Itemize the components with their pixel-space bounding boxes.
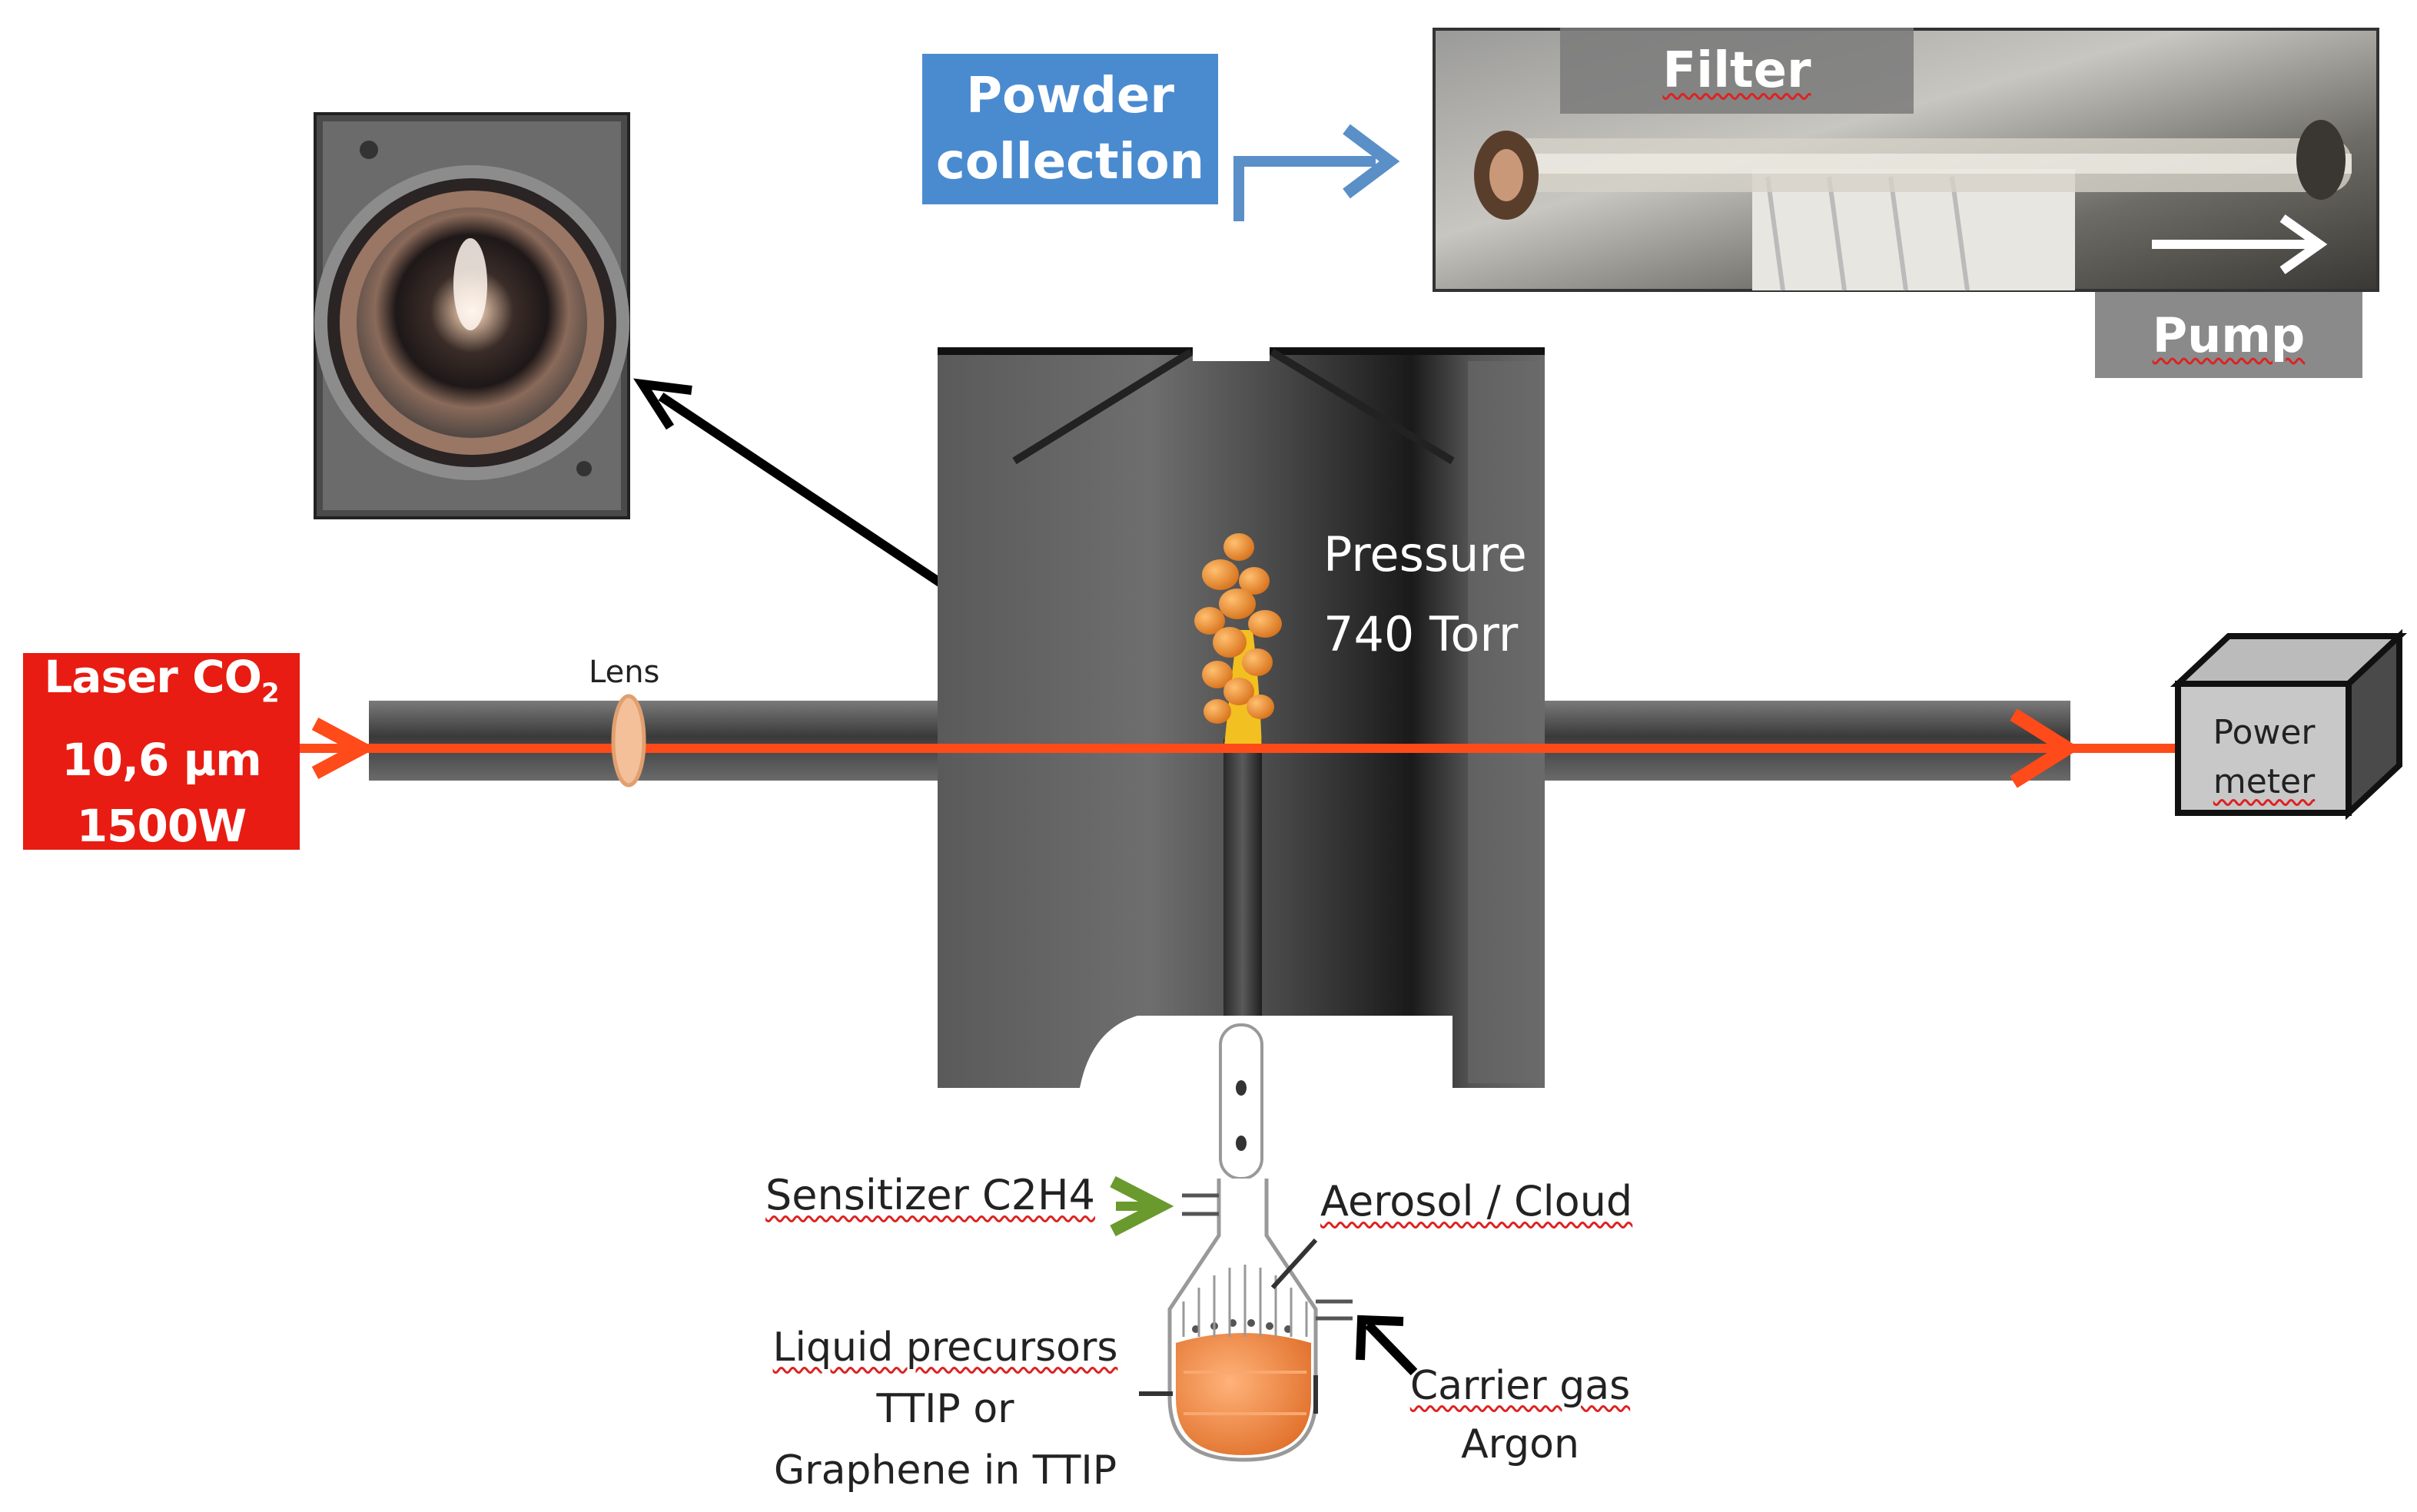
laser-source-line1: Laser CO2 bbox=[44, 651, 279, 709]
pump-label-text: Pump bbox=[2152, 307, 2306, 363]
pump-arrow-head bbox=[2279, 214, 2328, 274]
filter-photo bbox=[1433, 28, 2379, 292]
laser-entry-arrow bbox=[311, 718, 377, 779]
view-arrow-head bbox=[633, 378, 692, 430]
pump-label: Pump bbox=[2095, 292, 2362, 378]
liquid-precursors-label: Liquid precursors TTIP or Graphene in TT… bbox=[753, 1317, 1137, 1501]
powder-arrow-head bbox=[1343, 124, 1400, 199]
right-beam-tube bbox=[1545, 701, 2070, 781]
lens bbox=[611, 694, 646, 788]
liquid-line3: Graphene in TTIP bbox=[773, 1447, 1117, 1494]
power-meter bbox=[2170, 628, 2408, 821]
nozzle bbox=[1223, 739, 1262, 1016]
carrier-gas-label: Carrier gas Argon bbox=[1397, 1357, 1643, 1474]
laser-exit-arrow bbox=[2010, 708, 2080, 788]
sensitizer-label: Sensitizer C2H4 bbox=[765, 1171, 1095, 1219]
laser-wavelength: 10,6 µm bbox=[61, 733, 261, 786]
aerosol-label: Aerosol / Cloud bbox=[1320, 1177, 1633, 1225]
sensitizer-arrow bbox=[1110, 1175, 1174, 1237]
powder-collection-label: Powder collection bbox=[922, 54, 1218, 204]
viewport-photo bbox=[314, 112, 630, 519]
pressure-title: Pressure bbox=[1323, 526, 1527, 582]
laser-source-box bbox=[23, 653, 300, 850]
filter-label-text: Filter bbox=[1662, 42, 1811, 99]
powder-arrow-line bbox=[1233, 156, 1376, 221]
filter-label: Filter bbox=[1560, 28, 1914, 114]
liquid-line1: Liquid precursors bbox=[772, 1325, 1118, 1371]
aerosol-generator bbox=[1139, 1023, 1353, 1462]
left-beam-tube bbox=[369, 701, 953, 781]
pump-label-box bbox=[2095, 292, 2362, 378]
lens-label: Lens bbox=[589, 655, 660, 690]
carrier-arrow-line bbox=[1364, 1321, 1418, 1376]
power-meter-label: Power meter bbox=[2181, 708, 2347, 807]
pressure-label: Pressure 740 Torr bbox=[1323, 515, 1527, 675]
laser-source-label: Laser CO2 10,6 µm 1500W bbox=[23, 651, 300, 852]
carrier-gas-line2: Argon bbox=[1461, 1421, 1579, 1467]
powder-collection-box bbox=[922, 54, 1218, 204]
particle-plume bbox=[1194, 533, 1282, 753]
carrier-gas-line1: Carrier gas bbox=[1409, 1363, 1631, 1409]
powder-collection-line2: collection bbox=[935, 134, 1205, 191]
liquid-line2: TTIP or bbox=[876, 1386, 1014, 1432]
pressure-value: 740 Torr bbox=[1323, 606, 1519, 662]
carrier-arrow-head bbox=[1356, 1315, 1404, 1361]
power-meter-line2: meter bbox=[2213, 762, 2316, 801]
power-meter-line1: Power bbox=[2213, 713, 2316, 752]
laser-power: 1500W bbox=[76, 799, 247, 852]
powder-collection-line1: Powder bbox=[966, 68, 1174, 124]
